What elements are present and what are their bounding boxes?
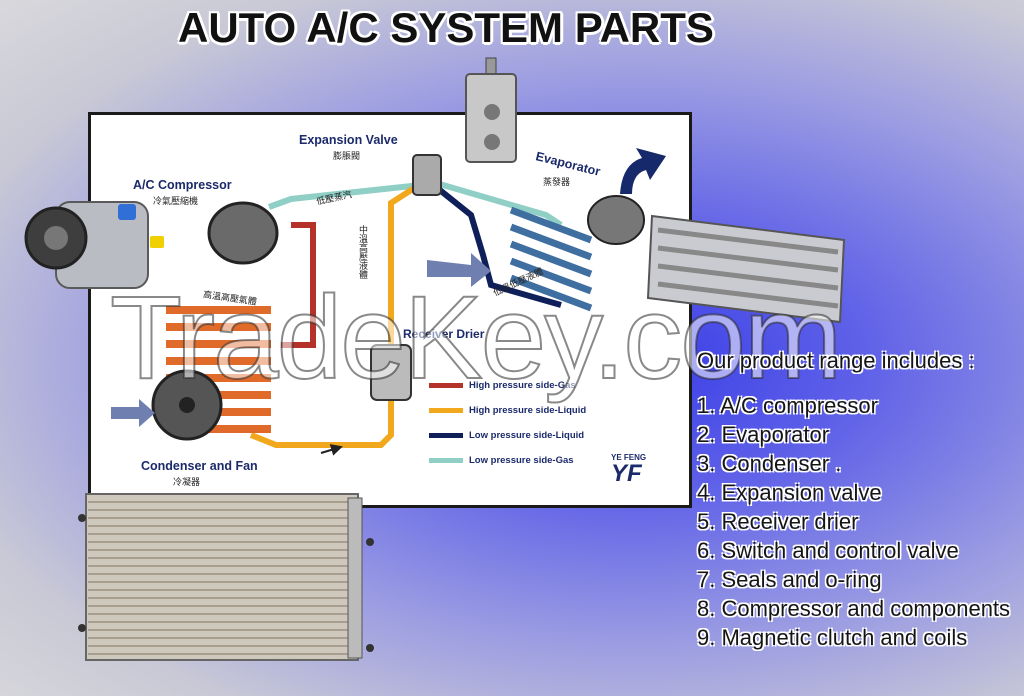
evaporator-photo	[646, 214, 846, 324]
label-ac-compressor: A/C Compressor	[133, 178, 232, 192]
legend-swatch	[429, 408, 463, 413]
legend-item: Low pressure side-Liquid	[429, 430, 584, 441]
product-item: 7. Seals and o-ring	[697, 567, 882, 592]
diagram-pipes	[111, 154, 645, 456]
legend-swatch	[429, 383, 463, 388]
ac-system-diagram: Expansion Valve 膨脹閥 Evaporator 蒸發器 A/C C…	[88, 112, 692, 508]
expansion-valve-drawing	[412, 154, 442, 196]
legend-label: Low pressure side-Liquid	[469, 430, 585, 441]
brand-mark: YF	[611, 460, 642, 487]
product-item: 5. Receiver drier	[697, 509, 859, 534]
product-item: 9. Magnetic clutch and coils	[697, 625, 968, 650]
flow-direction-arrow	[620, 148, 666, 194]
flow-arrow	[320, 444, 343, 456]
product-item: 6. Switch and control valve	[697, 538, 959, 563]
legend-label: Low pressure side-Gas	[469, 455, 574, 466]
product-item: 4. Expansion valve	[697, 480, 882, 505]
airflow-arrow-2	[111, 399, 155, 427]
label-condenser-fan-zh: 冷凝器	[173, 478, 201, 488]
compressor-photo	[24, 201, 164, 289]
legend-label: High pressure side-Gas	[469, 380, 576, 391]
product-item: 2. Evaporator	[697, 422, 830, 447]
condenser-photo	[78, 493, 374, 661]
pipe-low-liquid	[434, 184, 562, 308]
legend-item: High pressure side-Gas	[429, 380, 576, 391]
label-condenser-fan: Condenser and Fan	[141, 459, 258, 473]
label-evaporator-zh: 蒸發器	[543, 178, 571, 188]
pipe-low-gas-2	[435, 180, 563, 228]
label-ac-compressor-zh: 冷氣壓縮機	[153, 197, 199, 207]
product-item: 3. Condenser .	[697, 451, 842, 476]
evaporator-coils	[509, 206, 593, 312]
product-item: 1. A/C compressor	[697, 393, 878, 418]
product-list-heading: Our product range includes :	[697, 348, 975, 373]
pipe-high-liquid	[249, 182, 421, 448]
pipe-high-gas	[281, 222, 316, 348]
legend-label: High pressure side-Liquid	[469, 405, 587, 416]
airflow-arrow-1	[427, 253, 491, 287]
legend-item: High pressure side-Liquid	[429, 405, 586, 416]
expansion-valve-photo	[465, 57, 517, 163]
receiver-drier-drawing	[370, 344, 412, 401]
label-expansion-valve: Expansion Valve	[299, 133, 398, 147]
legend-swatch	[429, 458, 463, 463]
label-receiver-drier: Receiver Drier	[403, 327, 485, 341]
label-mid-temp-liquid-zh: 中溫高壓液體	[357, 225, 367, 279]
brand-name: YE FENG	[611, 453, 647, 462]
compressor-drawing	[207, 201, 279, 265]
page-title: AUTO A/C SYSTEM PARTS	[178, 4, 714, 51]
label-expansion-valve-zh: 膨脹閥	[333, 152, 361, 162]
brand-logo: YE FENG YF	[611, 453, 646, 486]
product-item: 8. Compressor and components	[697, 596, 1011, 621]
product-list: Our product range includes : 1. A/C comp…	[697, 346, 1010, 652]
evaporator-blower	[587, 195, 645, 245]
legend-item: Low pressure side-Gas	[429, 455, 574, 466]
legend-swatch	[429, 433, 463, 438]
pipe-low-gas-1	[267, 182, 422, 210]
